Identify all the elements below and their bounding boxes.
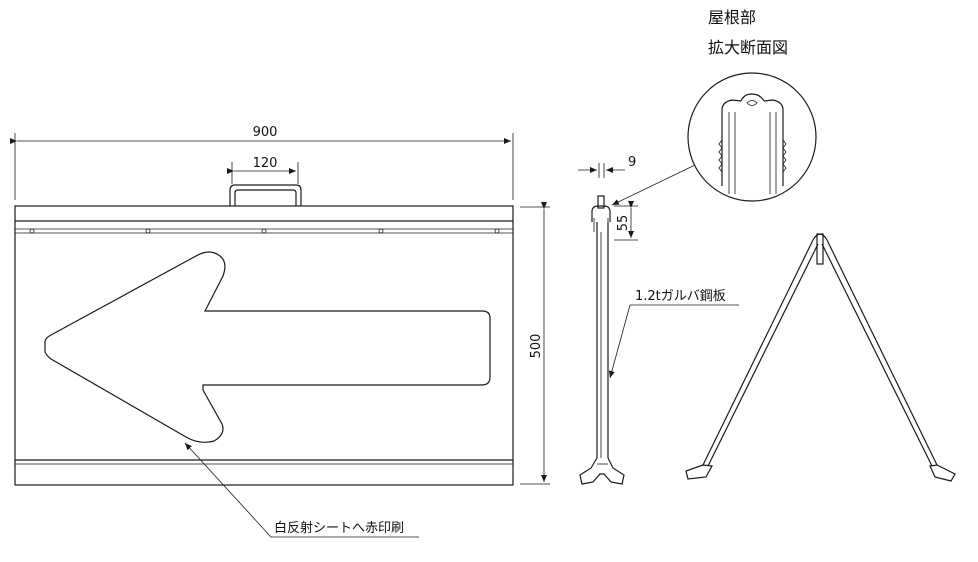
detail-circle	[687, 72, 817, 202]
detail-title-line-2: 拡大断面図	[708, 38, 788, 57]
width-dimension-label: 900	[253, 125, 278, 140]
carry-handle	[229, 184, 302, 206]
side-view: 9 55 1.2tガルバ鋼板	[578, 155, 739, 485]
reflective-sheet-label: 白反射シートへ赤印刷	[274, 520, 404, 536]
thickness-dimension-label: 9	[628, 155, 636, 170]
reflective-sheet-callout: 白反射シートへ赤印刷	[184, 442, 419, 538]
thickness-dimension: 9	[578, 155, 636, 178]
front-view: 900 120	[10, 125, 550, 538]
roof-detail: 屋根部 拡大断面図	[687, 8, 817, 202]
roof-dimension-label: 55	[616, 215, 631, 232]
handle-dimension-label: 120	[253, 156, 278, 171]
height-dimension: 500	[520, 202, 550, 485]
detail-title-line-1: 屋根部	[708, 8, 756, 27]
detail-leader-line	[611, 164, 696, 206]
left-arrow-symbol	[44, 251, 491, 443]
sign-panel	[14, 205, 514, 486]
steel-plate-callout: 1.2tガルバ鋼板	[608, 289, 739, 379]
sign-side-profile	[579, 195, 625, 485]
steel-plate-label: 1.2tガルバ鋼板	[635, 289, 726, 304]
open-stand-view	[685, 233, 956, 482]
height-dimension-label: 500	[529, 334, 544, 359]
handle-dimension: 120	[227, 156, 299, 184]
roof-dimension: 55	[614, 201, 638, 241]
detail-section	[718, 93, 787, 194]
width-dimension: 900	[10, 125, 514, 200]
